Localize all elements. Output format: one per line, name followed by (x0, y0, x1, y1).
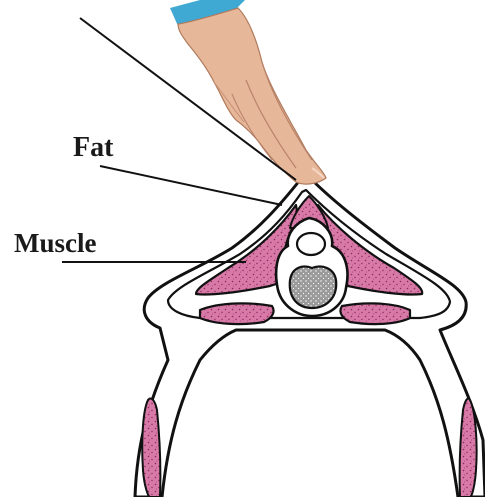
muscle-lower-left (200, 303, 274, 324)
spinal-canal (297, 233, 325, 255)
hand-icon (178, 8, 326, 184)
muscle-side-right (460, 398, 477, 497)
fat-label: Fat (73, 134, 113, 162)
muscle-label: Muscle (14, 230, 96, 257)
muscle-side-left (142, 398, 160, 497)
fat-pointer-line (100, 166, 282, 205)
muscle-lower-right (340, 303, 410, 324)
vertebral-body (290, 267, 336, 309)
